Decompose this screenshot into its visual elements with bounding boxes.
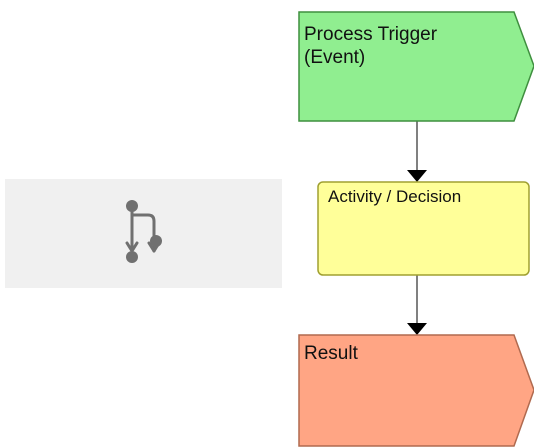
arrowhead-activity-result — [407, 323, 427, 335]
icon-panel[interactable] — [5, 179, 282, 288]
node-activity-decision[interactable]: Activity / Decision — [317, 181, 530, 276]
node-process-trigger-label-line2: (Event) — [304, 47, 365, 68]
arrowhead-trigger-activity — [407, 170, 427, 182]
branch-icon — [125, 200, 162, 263]
node-process-trigger-label-line1: Process Trigger — [304, 24, 438, 45]
node-result[interactable]: Result — [298, 334, 534, 447]
node-activity-decision-label: Activity / Decision — [328, 187, 461, 206]
node-process-trigger[interactable]: Process Trigger (Event) — [298, 11, 534, 122]
node-result-label: Result — [304, 343, 359, 364]
